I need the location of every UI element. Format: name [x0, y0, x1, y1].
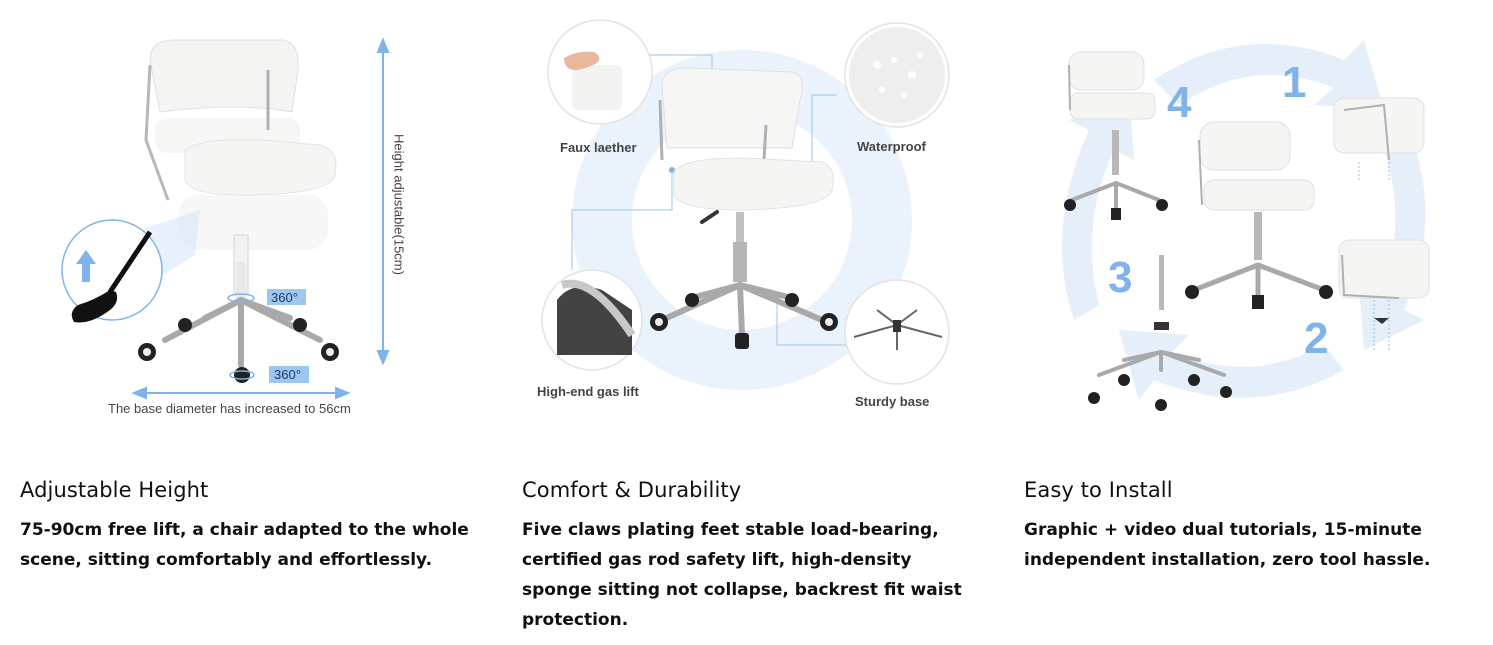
- rotation-label-bottom: 360°: [274, 367, 301, 382]
- module-description: Five claws plating feet stable load-bear…: [522, 520, 962, 630]
- module-title: Easy to Install: [1024, 478, 1173, 502]
- module-title: Adjustable Height: [20, 478, 209, 502]
- rotation-badge-top: [267, 289, 306, 305]
- up-arrow-icon: [76, 250, 96, 282]
- rotation-label-top: 360°: [271, 290, 298, 305]
- step-2-number: 2: [1304, 314, 1328, 363]
- module-title: Comfort & Durability: [522, 478, 742, 502]
- chair-height-diagram: [61, 37, 390, 400]
- comfort-durability-image: Faux laether Waterproof High-end gas lif…: [502, 0, 982, 450]
- easy-install-image: 1 2 3 4: [1004, 0, 1484, 450]
- feature-module-comfort-durability: Faux laether Waterproof High-end gas lif…: [502, 0, 982, 645]
- step-4-number: 4: [1167, 78, 1192, 127]
- chair-features-diagram: [541, 19, 950, 390]
- base-diameter-label: The base diameter has increased to 56cm: [108, 401, 351, 416]
- height-adjustable-label: Height adjustable(15cm): [391, 134, 407, 275]
- step-1-number: 1: [1282, 58, 1306, 107]
- adjustable-height-image: 360° 360° Height adjustable(15cm) The ba…: [0, 0, 480, 450]
- module-description: Graphic + video dual tutorials, 15-minut…: [1024, 520, 1431, 570]
- feature-module-easy-install: 1 2 3 4: [1004, 0, 1484, 645]
- lever-zoom-icon: [61, 219, 163, 321]
- step-3-number: 3: [1108, 253, 1132, 302]
- installation-cycle-diagram: 1 2 3 4: [1062, 40, 1430, 411]
- callout-gas-lift: High-end gas lift: [537, 384, 639, 399]
- width-arrow-icon: [131, 386, 351, 400]
- module-description: 75-90cm free lift, a chair adapted to th…: [20, 520, 469, 570]
- height-arrow-icon: [376, 37, 390, 366]
- callout-faux-leather: Faux laether: [560, 140, 637, 155]
- callout-sturdy-base: Sturdy base: [855, 394, 930, 409]
- rotation-badge-bottom: [269, 366, 309, 383]
- feature-module-adjustable-height: 360° 360° Height adjustable(15cm) The ba…: [0, 0, 480, 645]
- callout-waterproof: Waterproof: [857, 139, 926, 154]
